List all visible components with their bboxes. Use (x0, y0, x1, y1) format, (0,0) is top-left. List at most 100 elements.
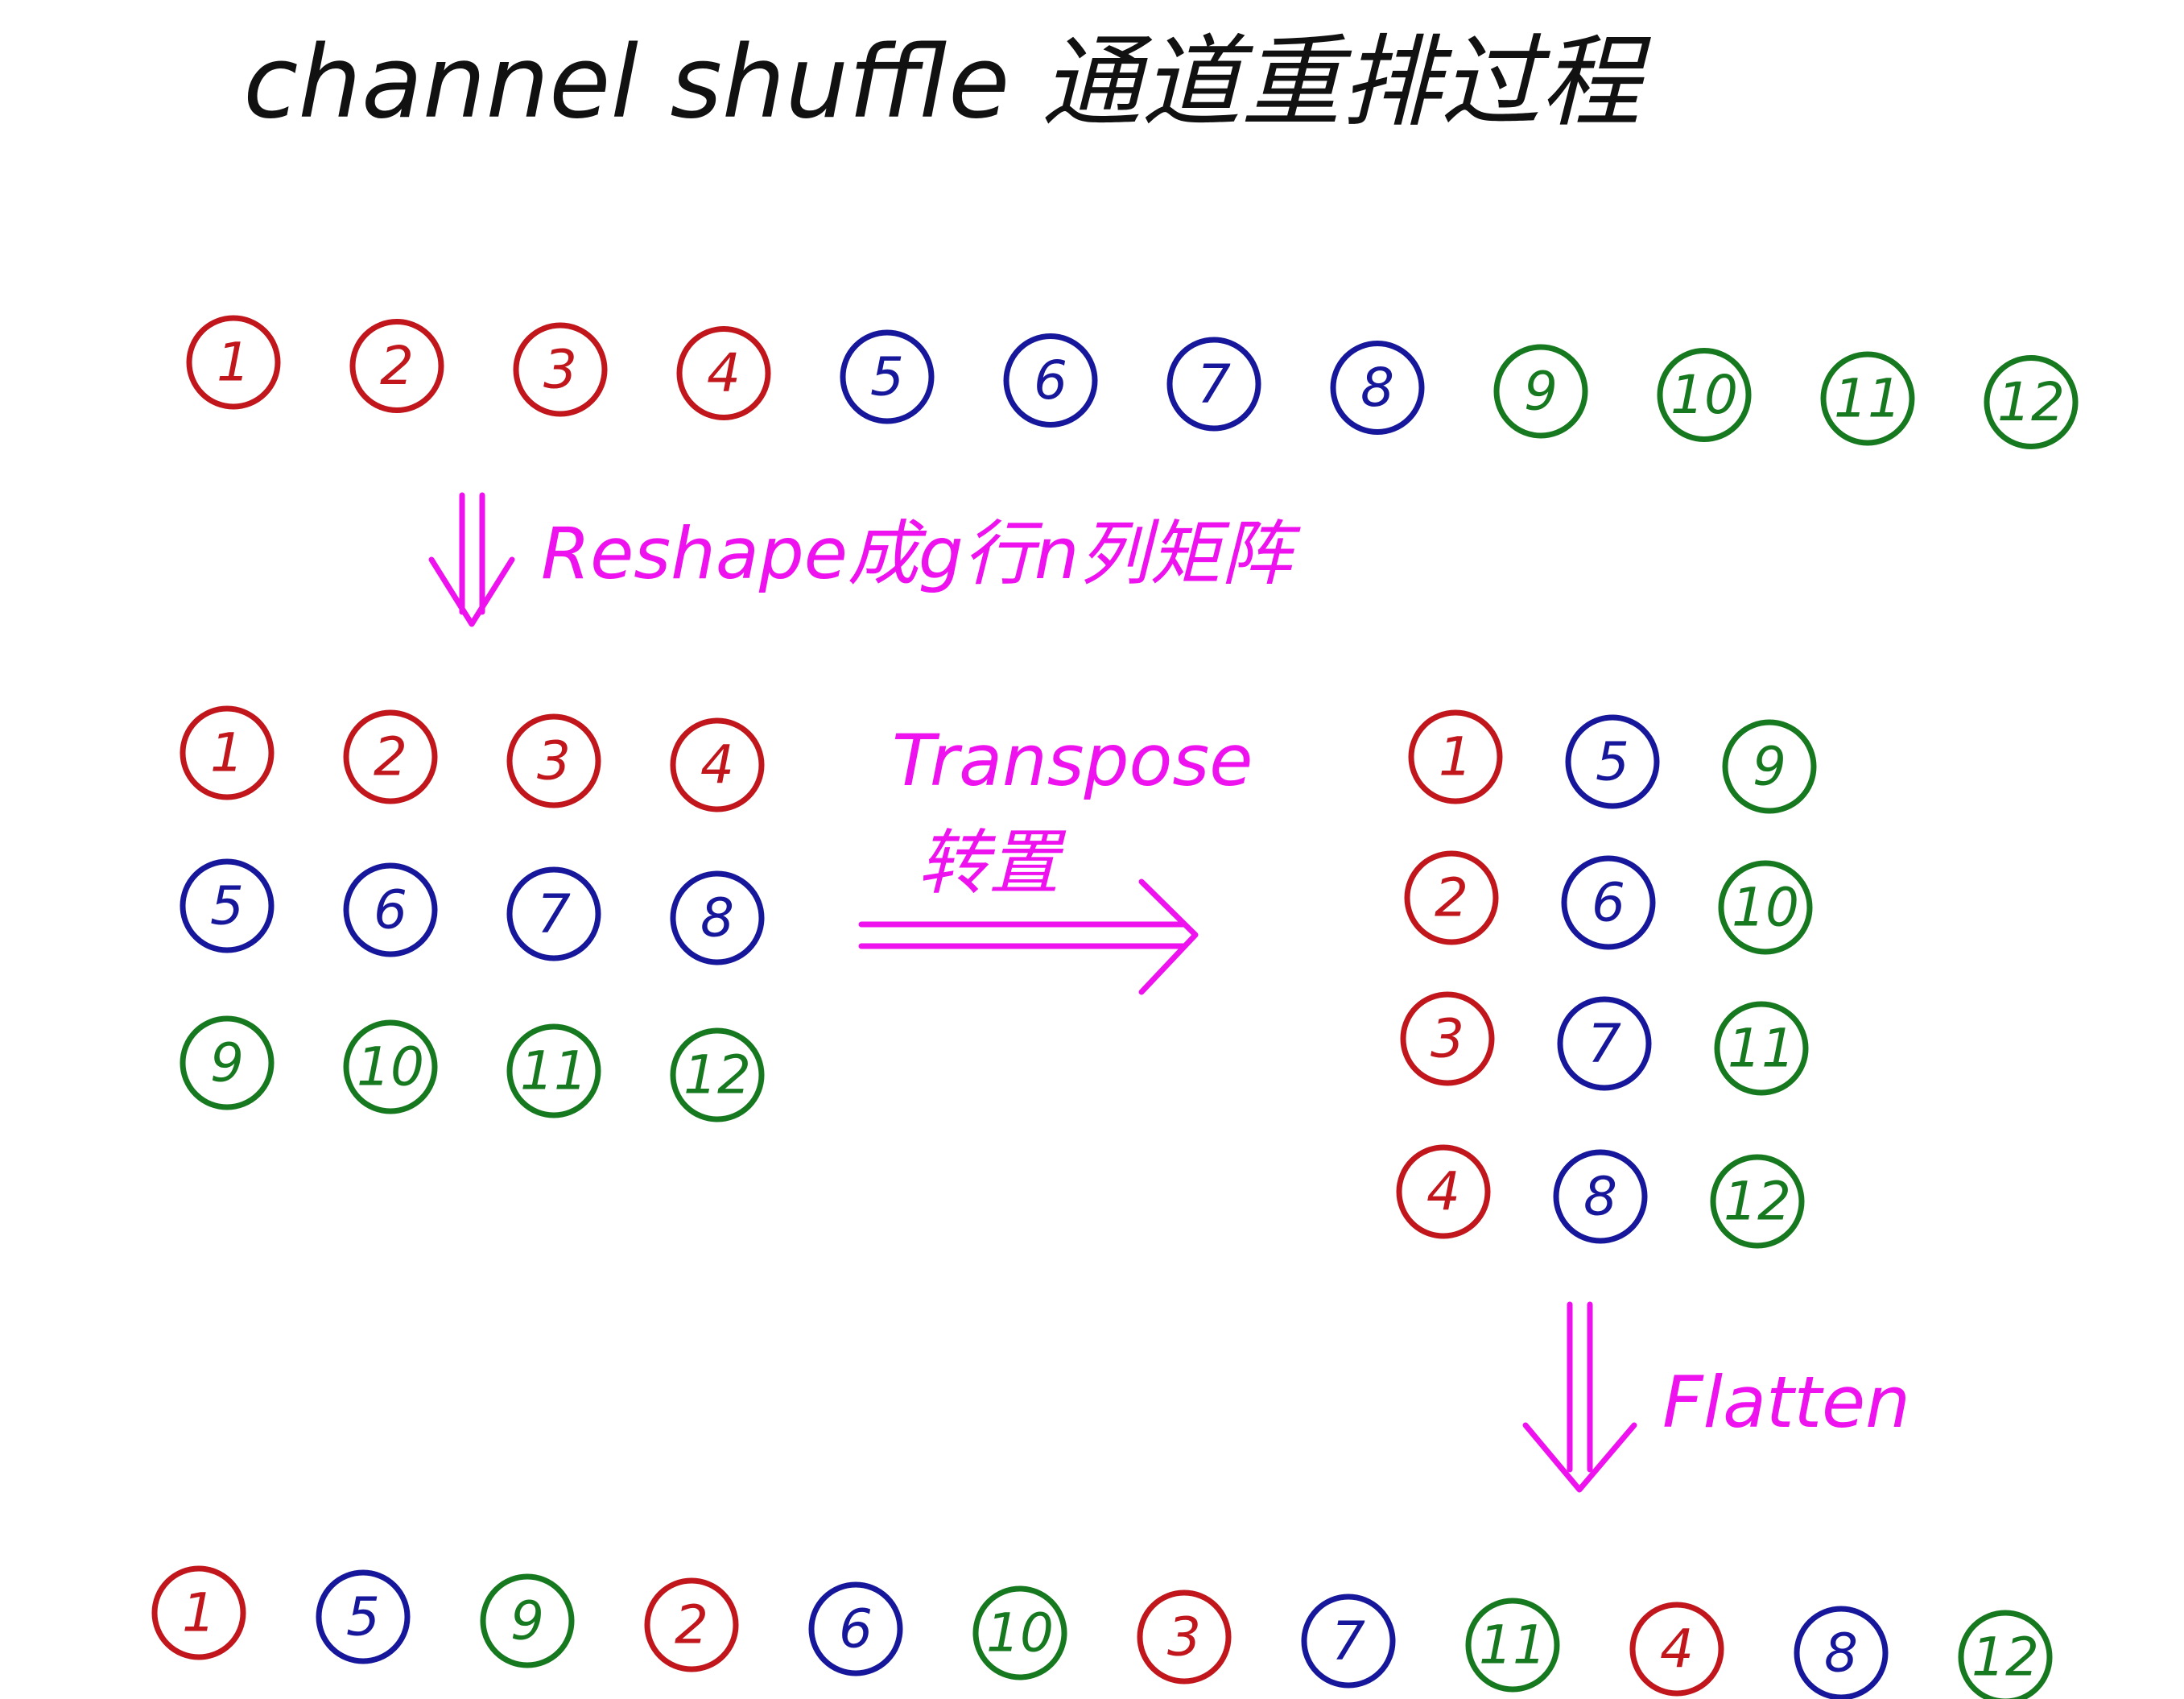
channel-node-circle (1301, 1594, 1396, 1689)
channel-node-circle (1984, 355, 2079, 449)
channel-node-3: 3 (1137, 1589, 1232, 1685)
channel-node-label: 1 (210, 722, 244, 784)
channel-node-11: 11 (1820, 351, 1915, 446)
channel-node-11: 11 (1714, 1001, 1809, 1096)
channel-node-circle (670, 870, 765, 965)
channel-node-label: 9 (210, 1032, 244, 1094)
channel-node-circle (1718, 860, 1813, 955)
channel-node-7: 7 (506, 866, 601, 961)
channel-node-label: 6 (839, 1598, 873, 1660)
channel-node-2: 2 (1404, 850, 1499, 945)
channel-node-circle (840, 329, 935, 424)
channel-node-circle (808, 1581, 903, 1676)
channel-node-label: 8 (700, 887, 734, 949)
channel-node-3: 3 (1400, 991, 1495, 1086)
channel-node-9: 9 (1722, 719, 1817, 814)
channel-node-5: 5 (180, 858, 275, 953)
channel-node-circle (972, 1585, 1067, 1680)
channel-node-label: 7 (1197, 353, 1231, 415)
transpose-step: Transpose 转置 (858, 719, 1253, 995)
diagram-title: channel shuffle 通道重排过程 (243, 25, 1652, 141)
channel-node-circle (1565, 714, 1660, 809)
channel-node-label: 9 (1524, 361, 1558, 423)
channel-node-label: 11 (1834, 368, 1901, 430)
channel-node-circle (1561, 855, 1656, 950)
channel-node-label: 3 (543, 339, 577, 401)
channel-node-3: 3 (506, 713, 601, 808)
channel-node-label: 5 (1596, 731, 1629, 793)
channel-node-label: 12 (1724, 1171, 1791, 1233)
channel-node-11: 11 (506, 1023, 601, 1118)
channel-node-label: 4 (1660, 1618, 1694, 1680)
channel-node-label: 1 (217, 332, 250, 394)
channel-node-circle (1493, 344, 1588, 439)
channel-node-12: 12 (1710, 1154, 1805, 1249)
channel-node-circle (670, 1027, 765, 1122)
channel-node-circle (1553, 1149, 1648, 1244)
channel-node-8: 8 (1553, 1149, 1648, 1244)
channel-node-circle (1408, 709, 1503, 804)
channel-node-circle (349, 319, 444, 413)
channel-node-label: 8 (1824, 1623, 1858, 1685)
channel-node-1: 1 (1408, 709, 1503, 804)
channel-node-circle (1820, 351, 1915, 446)
channel-node-3: 3 (513, 322, 608, 417)
channel-node-circle (480, 1573, 575, 1668)
channel-node-circle (1794, 1606, 1889, 1699)
channel-node-10: 10 (1657, 348, 1752, 442)
channel-node-8: 8 (1330, 341, 1425, 435)
channel-node-circle (1396, 1144, 1491, 1239)
channel-node-circle (506, 866, 601, 961)
channel-node-label: 12 (1971, 1627, 2039, 1689)
channel-node-label: 2 (675, 1594, 708, 1656)
reshape-down-arrow (428, 492, 515, 627)
channel-node-5: 5 (840, 329, 935, 424)
channel-node-label: 1 (182, 1582, 216, 1644)
channel-node-label: 6 (1034, 349, 1067, 411)
channel-node-1: 1 (151, 1565, 246, 1660)
channel-node-label: 5 (870, 346, 904, 408)
channel-node-1: 1 (180, 705, 275, 800)
channel-node-circle (1400, 991, 1495, 1086)
channel-node-2: 2 (343, 709, 438, 804)
channel-node-label: 9 (510, 1590, 544, 1652)
channel-node-label: 9 (1753, 736, 1786, 798)
channel-node-circle (513, 322, 608, 417)
channel-node-circle (676, 326, 771, 420)
channel-node-label: 11 (520, 1040, 588, 1102)
channel-node-label: 5 (210, 875, 244, 937)
channel-node-label: 2 (380, 335, 414, 397)
channel-node-circle (316, 1569, 411, 1664)
channel-node-circle (1166, 337, 1261, 432)
channel-node-circle (1657, 348, 1752, 442)
channel-node-11: 11 (1465, 1598, 1560, 1693)
channel-node-7: 7 (1166, 337, 1261, 432)
channel-node-4: 4 (670, 717, 765, 812)
channel-node-circle (1137, 1589, 1232, 1685)
channel-node-circle (644, 1577, 739, 1672)
channel-node-circle (670, 717, 765, 812)
channel-node-label: 6 (1592, 872, 1625, 934)
channel-node-circle (180, 705, 275, 800)
channel-node-12: 12 (670, 1027, 765, 1122)
channel-node-1: 1 (186, 315, 281, 410)
channel-node-circle (1404, 850, 1499, 945)
channel-node-circle (180, 1015, 275, 1110)
channel-node-circle (506, 713, 601, 808)
channel-node-5: 5 (1565, 714, 1660, 809)
channel-node-8: 8 (670, 870, 765, 965)
channel-node-circle (1557, 996, 1652, 1091)
channel-node-circle (1710, 1154, 1805, 1249)
channel-node-6: 6 (1003, 333, 1098, 428)
channel-node-label: 10 (1732, 877, 1799, 939)
channel-node-label: 8 (1360, 357, 1394, 419)
channel-node-2: 2 (644, 1577, 739, 1672)
transpose-label: Transpose (892, 719, 1253, 802)
flatten-down-arrow (1522, 1301, 1637, 1493)
channel-node-label: 2 (1435, 867, 1468, 929)
reshape-label: Reshape成g行n列矩阵 (541, 512, 1301, 595)
channel-node-label: 4 (1426, 1161, 1460, 1223)
channel-node-circle (1722, 719, 1817, 814)
